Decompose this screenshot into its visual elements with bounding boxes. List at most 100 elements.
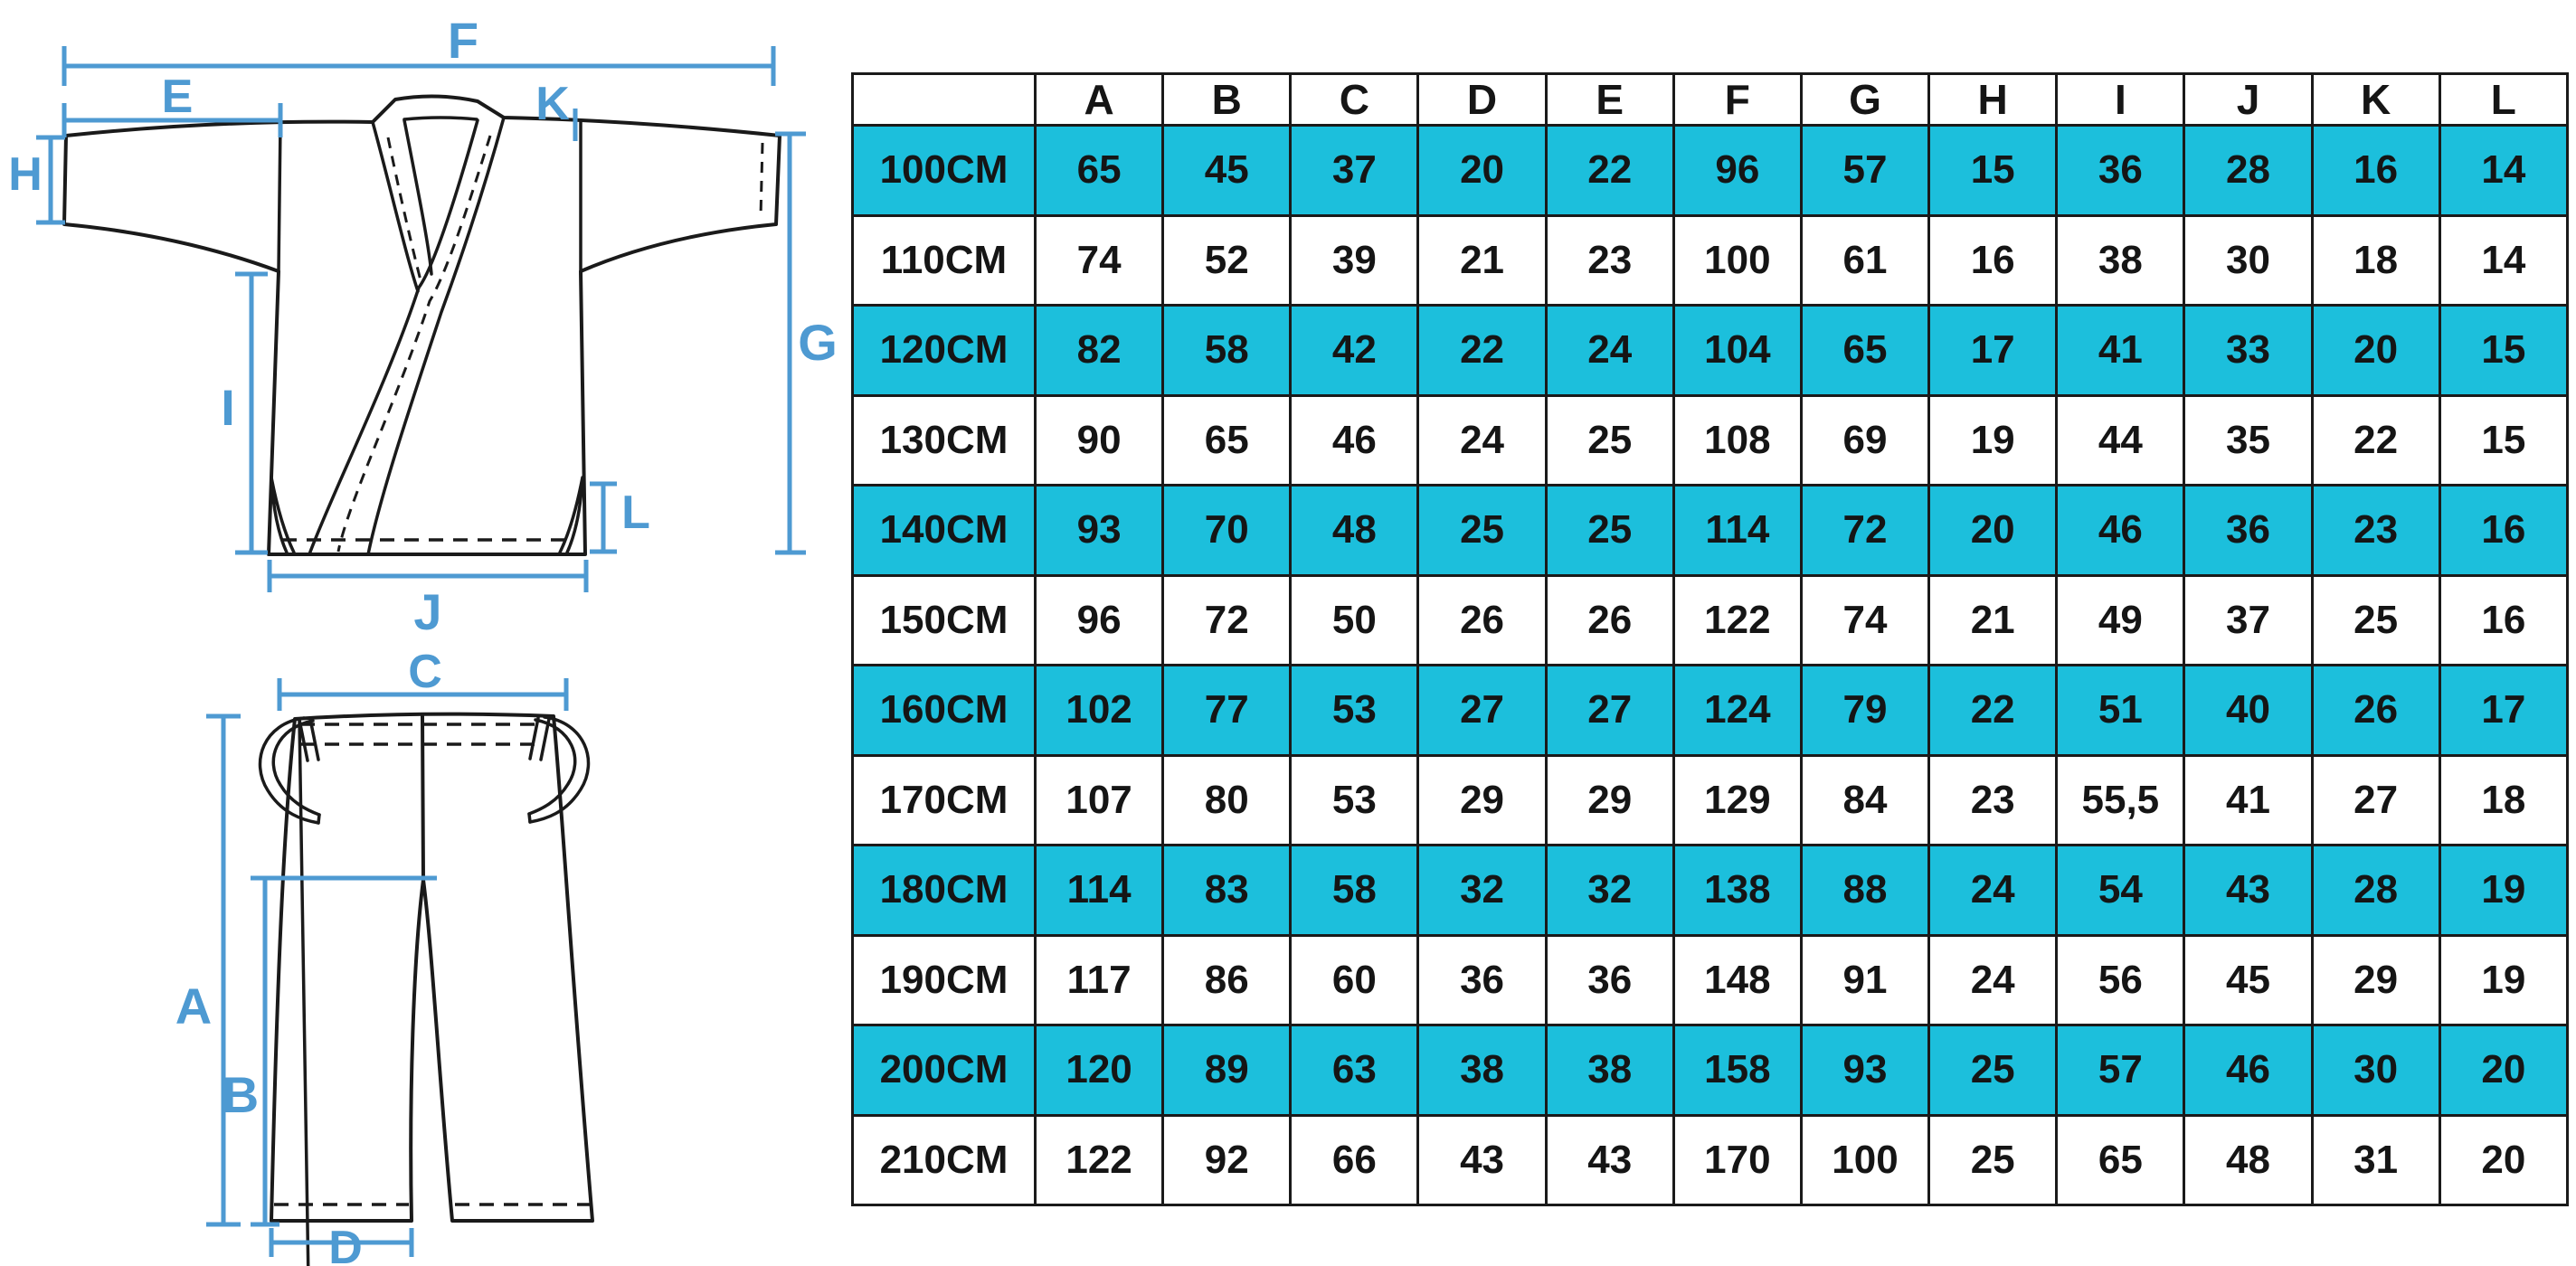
- value-cell: 41: [2183, 753, 2314, 846]
- value-cell: 44: [2055, 393, 2186, 487]
- value-cell: 148: [1672, 933, 1803, 1026]
- value-cell: 46: [2055, 484, 2186, 577]
- dim-J-line: [267, 560, 589, 592]
- value-cell: 25: [1544, 393, 1675, 487]
- jacket-outline: [62, 94, 781, 556]
- value-cell: 129: [1672, 753, 1803, 846]
- value-cell: 122: [1033, 1113, 1165, 1206]
- pants-diagram: C A B D: [175, 646, 594, 1266]
- value-cell: 74: [1799, 573, 1931, 666]
- column-header-C: C: [1289, 72, 1420, 127]
- value-cell: 84: [1799, 753, 1931, 846]
- value-cell: 138: [1672, 844, 1803, 937]
- value-cell: 79: [1799, 664, 1931, 757]
- value-cell: 53: [1289, 664, 1420, 757]
- value-cell: 65: [1161, 393, 1293, 487]
- size-cell: 150CM: [851, 573, 1037, 666]
- value-cell: 92: [1161, 1113, 1293, 1206]
- column-header-J: J: [2183, 72, 2314, 127]
- value-cell: 36: [1544, 933, 1675, 1026]
- value-cell: 58: [1161, 304, 1293, 397]
- value-cell: 20: [2438, 1113, 2570, 1206]
- column-header-D: D: [1416, 72, 1548, 127]
- column-header-B: B: [1161, 72, 1293, 127]
- value-cell: 26: [2310, 664, 2441, 757]
- value-cell: 25: [1927, 1024, 2059, 1117]
- value-cell: 58: [1289, 844, 1420, 937]
- value-cell: 18: [2438, 753, 2570, 846]
- value-cell: 49: [2055, 573, 2186, 666]
- value-cell: 52: [1161, 213, 1293, 307]
- column-header-L: L: [2438, 72, 2570, 127]
- value-cell: 86: [1161, 933, 1293, 1026]
- value-cell: 43: [1416, 1113, 1548, 1206]
- corner-cell: [851, 72, 1037, 127]
- value-cell: 20: [1416, 124, 1548, 217]
- value-cell: 16: [2438, 573, 2570, 666]
- dim-G-label: G: [798, 314, 838, 371]
- jacket-drawing: [62, 94, 781, 556]
- value-cell: 57: [2055, 1024, 2186, 1117]
- value-cell: 28: [2183, 124, 2314, 217]
- column-header-K: K: [2310, 72, 2441, 127]
- value-cell: 14: [2438, 124, 2570, 217]
- value-cell: 37: [2183, 573, 2314, 666]
- value-cell: 20: [2438, 1024, 2570, 1117]
- dim-F-line: [62, 46, 776, 86]
- value-cell: 23: [2310, 484, 2441, 577]
- value-cell: 19: [2438, 933, 2570, 1026]
- value-cell: 55,5: [2055, 753, 2186, 846]
- value-cell: 20: [2310, 304, 2441, 397]
- dim-L-label: L: [621, 487, 650, 539]
- right-cuff-stitch: [759, 142, 764, 218]
- value-cell: 77: [1161, 664, 1293, 757]
- jacket-diagram: F E K H G I L J: [8, 12, 838, 633]
- value-cell: 39: [1289, 213, 1420, 307]
- dim-I-line: [235, 271, 268, 555]
- value-cell: 17: [2438, 664, 2570, 757]
- value-cell: 80: [1161, 753, 1293, 846]
- value-cell: 82: [1033, 304, 1165, 397]
- column-header-H: H: [1927, 72, 2059, 127]
- value-cell: 36: [2183, 484, 2314, 577]
- value-cell: 36: [1416, 933, 1548, 1026]
- pants-outline: [270, 712, 594, 1223]
- value-cell: 100: [1799, 1113, 1931, 1206]
- value-cell: 25: [1416, 484, 1548, 577]
- left-slit: [270, 476, 296, 554]
- value-cell: 72: [1799, 484, 1931, 577]
- value-cell: 15: [2438, 304, 2570, 397]
- size-cell: 110CM: [851, 213, 1037, 307]
- value-cell: 117: [1033, 933, 1165, 1026]
- value-cell: 25: [1927, 1113, 2059, 1206]
- value-cell: 16: [2310, 124, 2441, 217]
- value-cell: 66: [1289, 1113, 1420, 1206]
- value-cell: 15: [2438, 393, 2570, 487]
- value-cell: 60: [1289, 933, 1420, 1026]
- value-cell: 65: [1033, 124, 1165, 217]
- dim-B-label: B: [223, 1066, 259, 1123]
- pants-drawing: [258, 712, 594, 1266]
- value-cell: 23: [1544, 213, 1675, 307]
- value-cell: 16: [2438, 484, 2570, 577]
- left-body-seam: [277, 121, 282, 273]
- value-cell: 54: [2055, 844, 2186, 937]
- dim-F-label: F: [448, 12, 478, 69]
- lapel-stitch: [336, 135, 492, 553]
- value-cell: 46: [1289, 393, 1420, 487]
- value-cell: 93: [1033, 484, 1165, 577]
- value-cell: 96: [1672, 124, 1803, 217]
- value-cell: 93: [1799, 1024, 1931, 1117]
- dim-I-label: I: [221, 379, 235, 436]
- value-cell: 124: [1672, 664, 1803, 757]
- value-cell: 32: [1416, 844, 1548, 937]
- value-cell: 41: [2055, 304, 2186, 397]
